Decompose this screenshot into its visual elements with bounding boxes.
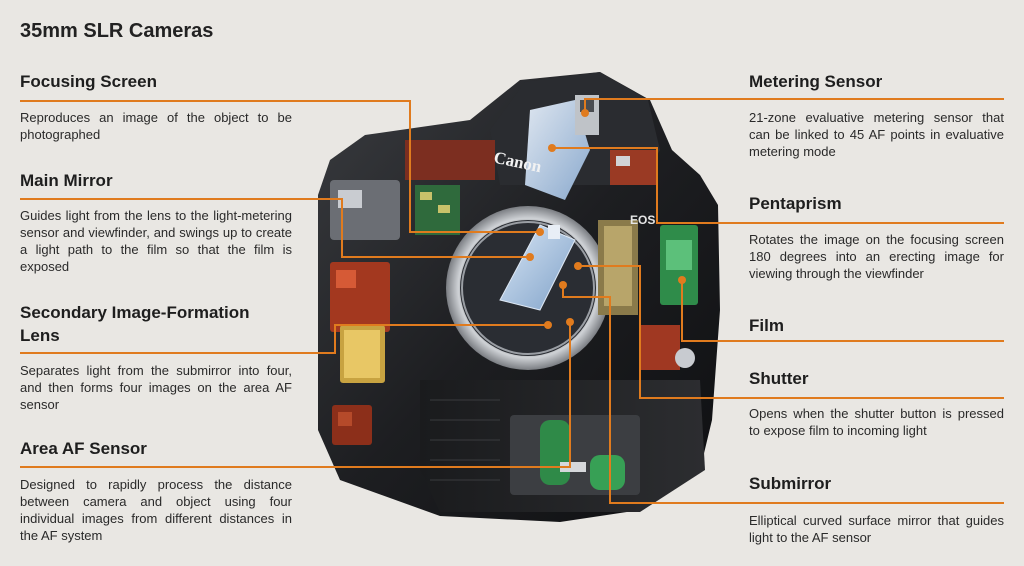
callout-lines <box>20 98 1004 504</box>
callout-endpoints <box>526 109 686 329</box>
top-circuitry <box>405 140 658 235</box>
label-main-mirror: Main Mirror <box>20 171 113 190</box>
right-internal-mechanics: EOS <box>598 213 698 370</box>
desc-main-mirror: Guides light from the lens to the light-… <box>20 208 292 274</box>
callout-line-pentaprism <box>552 147 1004 224</box>
desc-shutter: Opens when the shutter button is pressed… <box>749 406 1004 438</box>
desc-focusing-screen: Reproduces an image of the object to be … <box>20 110 292 142</box>
desc-area-af-sensor: Designed to rapidly process the distance… <box>20 477 292 543</box>
callout-line-metering-sensor <box>584 98 1004 113</box>
callout-line-film <box>681 280 1004 342</box>
label-submirror: Submirror <box>749 474 832 493</box>
desc-pentaprism: Rotates the image on the focusing screen… <box>749 232 1004 281</box>
desc-secondary-lens: Separates light from the submirror into … <box>20 363 292 412</box>
callout-line-af-sensor <box>20 322 571 468</box>
metering-sensor-shape <box>575 95 599 135</box>
callout-line-shutter <box>578 265 1004 399</box>
main-mirror-shape <box>499 224 576 311</box>
callout-line-submirror <box>562 285 1004 504</box>
page-title: 35mm SLR Cameras <box>20 20 214 42</box>
callout-line-focusing-screen <box>20 100 540 233</box>
left-internal-mechanics <box>330 180 400 445</box>
callout-line-main-mirror <box>20 198 530 258</box>
label-area-af-sensor: Area AF Sensor <box>20 439 147 458</box>
label-metering-sensor: Metering Sensor <box>749 72 883 91</box>
label-pentaprism: Pentaprism <box>749 194 842 213</box>
label-secondary-lens: Secondary Image-Formation Lens <box>20 303 250 345</box>
desc-submirror: Elliptical curved surface mirror that gu… <box>749 513 1004 545</box>
label-focusing-screen: Focusing Screen <box>20 72 157 91</box>
model-text: EOS <box>630 213 655 227</box>
label-film: Film <box>749 316 784 335</box>
desc-metering-sensor: 21-zone evaluative metering sensor that … <box>749 110 1004 159</box>
callout-line-secondary-lens <box>20 324 548 354</box>
bottom-af-sensor-area <box>510 415 640 495</box>
label-shutter: Shutter <box>749 369 809 388</box>
